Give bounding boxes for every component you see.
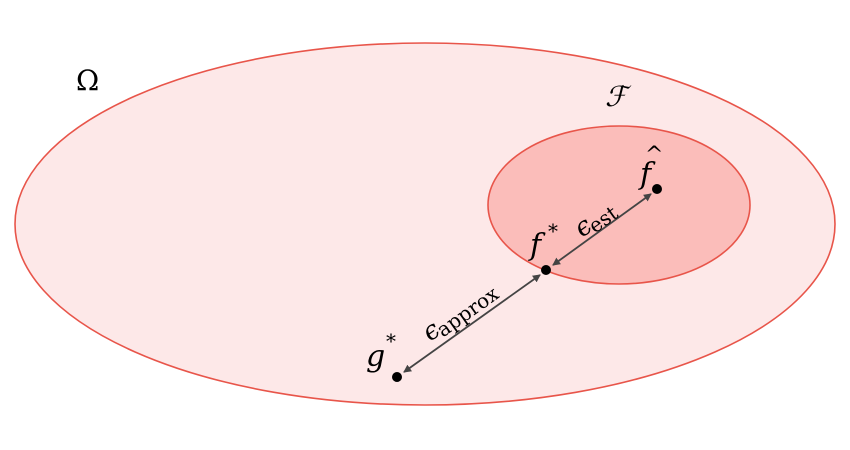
svg-text:*: * xyxy=(548,219,558,243)
svg-text:*: * xyxy=(386,329,396,353)
g-star-label: g * xyxy=(366,329,396,374)
svg-text:^: ^ xyxy=(645,143,663,168)
f-hat-point xyxy=(652,184,662,194)
omega-label: Ω xyxy=(76,64,99,97)
est-error-arrow xyxy=(552,193,652,266)
approx-error-arrow xyxy=(403,274,541,373)
inner-set-f xyxy=(487,125,751,285)
f-star-point xyxy=(541,265,551,275)
svg-text:g: g xyxy=(366,339,385,374)
g-star-point xyxy=(392,372,402,382)
